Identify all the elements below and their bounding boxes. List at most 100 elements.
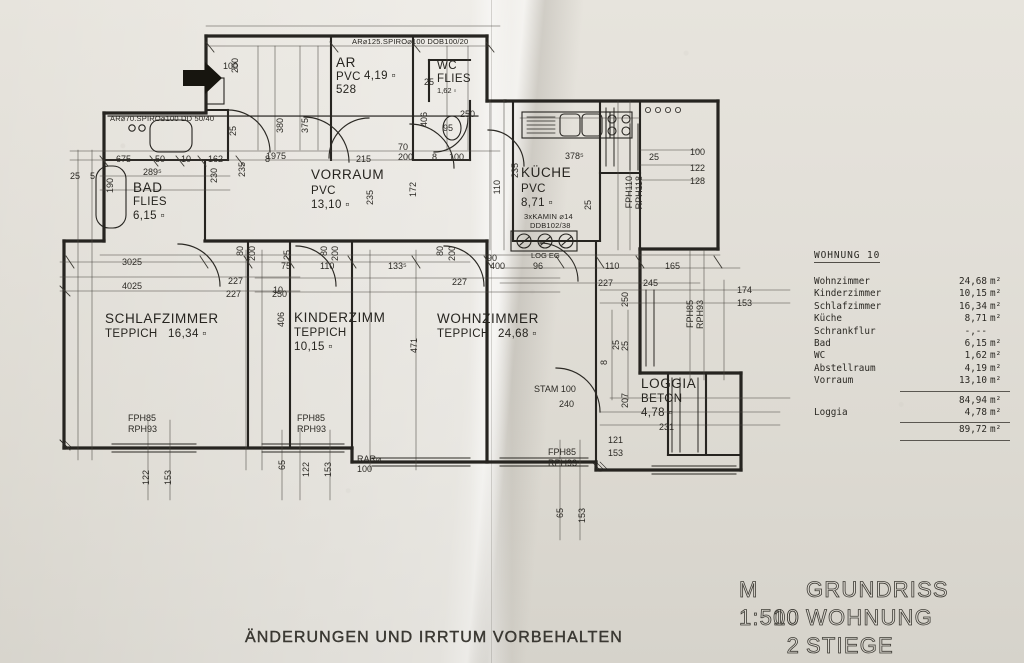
dim-10b: 10 [273,285,284,295]
drawing-type-label: GRUNDRISS [806,577,949,603]
schedule-room-name: Küche [814,313,842,325]
schedule-room-area: 16,34 [959,300,987,312]
label-fph85-bot: FPH85 [548,447,577,457]
dim-25v4: 25 [611,340,621,351]
wall-hatching [59,439,609,471]
schedule-room-unit: m² [990,288,1002,300]
schedule-room-unit: m² [990,313,1002,325]
schedule-room-name: Kinderzimmer [814,288,882,300]
label-rph93-bot: RPH93 [548,458,578,468]
schedule-room-area: 8,71 [964,313,987,325]
fold-crease-highlight [470,0,512,663]
schedule-room-area: -,-- [964,325,987,337]
dim-8: 8 [265,154,271,164]
annotation-stove-value: 96 [533,261,544,271]
annotation-chimney: 3xKAMIN ⌀14 [524,212,573,221]
room-label-kueche: KÜCHE [521,165,572,180]
label-rph93-right: RPH93 [695,300,705,330]
room-floor-loggia: BETON [641,393,683,405]
dim-1975: 1975 [266,151,287,161]
schedule-subtotal-area: 84,94 [959,394,987,406]
room-floor-schlafzimmer: TEPPICH [105,328,158,340]
dim-8b: 8 [432,152,438,162]
schedule-subtotal-unit: m² [990,394,1002,406]
annotation-stam: STAM 100 [534,384,576,394]
annotation-duct-left: AR⌀70.SPIRO⌀100 DD 50/40 [110,114,215,123]
disclaimer-caption: ÄNDERUNGEN UND IRRTUM VORBEHALTEN [245,629,623,646]
dim-80a: 80 [235,246,245,257]
room-label-ar: AR [336,55,356,70]
dim-200c: 200 [330,246,340,262]
dim-227a: 227 [228,276,244,286]
room-area-kinderzimmer: 10,15 ▫ [294,341,333,353]
dim-80c: 80 [435,246,445,257]
schedule-bottom-rule [900,439,1010,441]
dim-90: 90 [487,253,498,263]
dim-172: 172 [408,182,418,198]
dim-406: 406 [276,312,286,328]
label-fph85-right: FPH85 [685,300,695,329]
dim-1335: 133⁵ [388,261,407,271]
dim-250b: 250 [272,289,288,299]
dim-200d: 200 [447,246,457,262]
annotation-rar-value: 100 [357,464,373,474]
dim-675: 675 [116,154,132,164]
dim-122v: 122 [141,470,151,486]
dim-4025: 4025 [122,281,143,291]
dim-5a: 5 [90,171,96,181]
dim-65v: 65 [277,460,287,471]
schedule-room-area: 10,15 [959,288,987,300]
label-fph85-mid: FPH85 [297,413,326,423]
room-floor-bad: FLIES [133,196,167,208]
schedule-room-area: 13,10 [959,375,987,387]
dim-110a: 110 [320,261,335,271]
dim-153v2: 153 [323,462,333,478]
schedule-room-name: Wohnzimmer [814,276,870,287]
annotation-chimney-sub: DDB102/38 [530,221,571,230]
dim-235v: 235 [510,163,520,179]
apartment-number: 10 [773,605,800,631]
room-label-bad: BAD [133,180,163,195]
room-floor-wohnzimmer: TEPPICH [437,328,490,340]
dim-122a: 122 [690,163,706,173]
dim-2895: 289⁵ [143,167,162,177]
dim-250a: 250 [460,109,476,119]
room-area-kueche: 8,71 ▫ [521,197,554,209]
dim-65v2: 65 [555,508,565,519]
schedule-room-name: Vorraum [814,375,854,387]
label-fph85-left: FPH85 [128,413,157,423]
room-floor-kinderzimmer: TEPPICH [294,327,347,339]
room-floor-vorraum: PVC [311,185,336,197]
dim-3025: 3025 [122,257,143,267]
dim-231: 231 [659,422,675,432]
dim-122v2: 122 [301,462,311,478]
schedule-room-area: 4,19 [964,362,987,374]
dim-174: 174 [737,285,753,295]
room-area-schlafzimmer: 16,34 ▫ [168,328,207,340]
schedule-room-name: Schrankflur [814,325,876,337]
door-swings [177,109,601,413]
dim-200b: 200 [247,246,257,262]
dim-215: 215 [356,154,372,164]
dim-110v: 110 [492,180,502,195]
annotation-stam-value: 240 [559,399,575,409]
schedule-room-name: Abstellraum [814,362,876,374]
schedule-loggia-unit: m² [990,406,1002,418]
fold-crease-line [491,0,492,663]
dim-25c: 25 [649,152,660,162]
room-label-loggia: LOGGIA [641,376,697,391]
schedule-loggia-area: 4,78 [964,406,987,418]
label-rph93-mid: RPH93 [297,424,327,434]
schedule-room-area: 1,62 [964,350,987,362]
room-area-wc: 1,62 ▫ [437,86,457,95]
room-label-schlafzimmer: SCHLAFZIMMER [105,311,219,326]
interior-walls [102,34,743,464]
dim-153v3: 153 [577,508,587,524]
dimension-lines [59,25,791,541]
